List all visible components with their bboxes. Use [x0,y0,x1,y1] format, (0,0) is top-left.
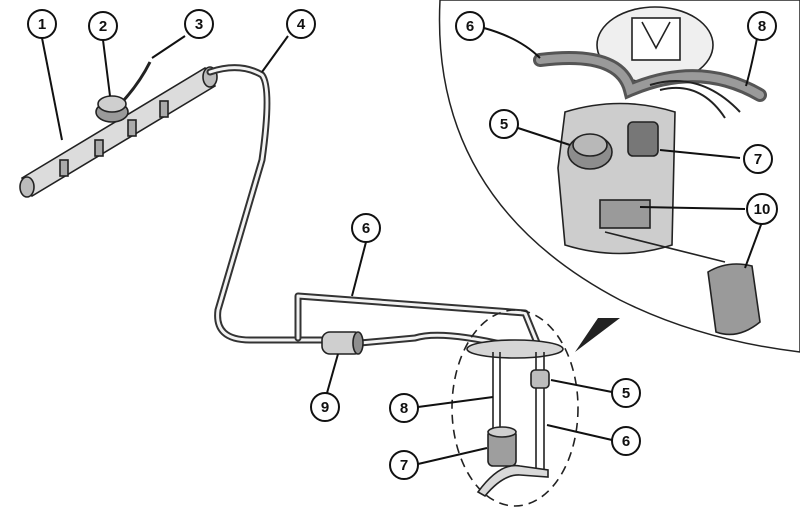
vacuum-hose [122,61,152,101]
inset-pointer [575,318,620,352]
callout-10-inset: 10 [746,193,778,225]
fuel-return-line [294,292,544,354]
callout-label: 8 [400,400,408,417]
callout-label: 2 [99,18,107,35]
callout-label: 10 [754,201,771,218]
injectors [59,100,169,177]
callout-7-pump: 7 [389,450,419,480]
callout-8-pump: 8 [389,393,419,423]
fuel-supply-line [206,64,334,344]
callout-5-inset: 5 [489,109,519,139]
callout-label: 9 [321,399,329,416]
callout-label: 3 [195,16,203,33]
callout-label: 6 [622,433,630,450]
callout-6-pump: 6 [611,426,641,456]
callout-1: 1 [27,9,57,39]
callout-label: 4 [297,16,306,33]
callout-label: 8 [758,18,766,35]
fuel-pump-assembly [451,309,579,507]
callout-9: 9 [310,392,340,422]
callout-3: 3 [184,9,214,39]
callout-label: 5 [622,385,630,402]
pressure-regulator [95,95,129,123]
callout-6-inset: 6 [455,11,485,41]
inset-sender-unit [533,6,767,336]
callout-label: 1 [38,16,46,33]
fuel-rail [19,66,218,198]
callout-2: 2 [88,11,118,41]
callout-8-inset: 8 [747,11,777,41]
callout-label: 5 [500,116,508,133]
callout-label: 7 [754,151,762,168]
callout-5-pump: 5 [611,378,641,408]
callout-label: 6 [362,220,370,237]
callout-label: 7 [400,457,408,474]
callout-4: 4 [286,9,316,39]
callout-label: 6 [466,18,474,35]
callout-7-inset: 7 [743,144,773,174]
callout-6-return-line: 6 [351,213,381,243]
